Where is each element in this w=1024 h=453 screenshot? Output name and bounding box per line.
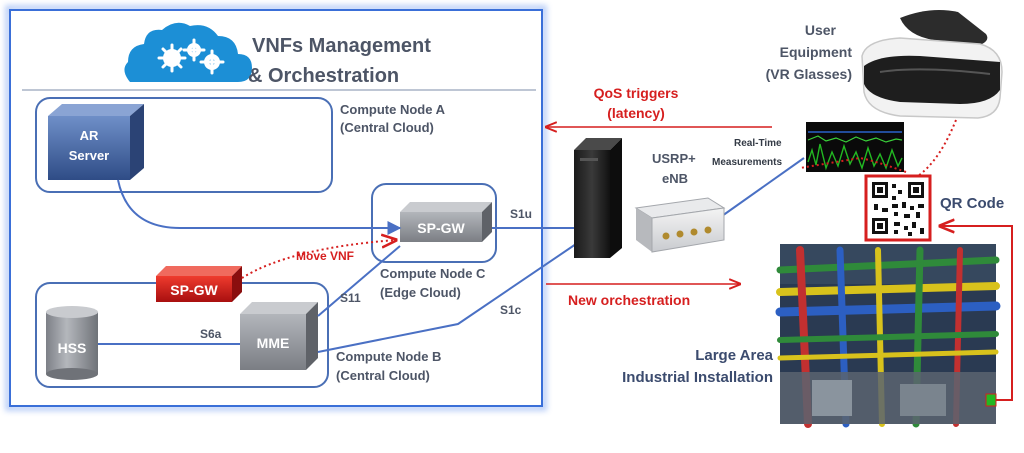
usrp-measure-link [721,157,805,217]
qr-code-icon [864,174,932,242]
tag-marker [985,393,997,407]
realtime-label-line2: Measurements [712,157,782,168]
mme-box [240,302,318,370]
node-b-label-line2: (Central Cloud) [336,368,430,383]
node-a-label-line1: Compute Node A [340,102,446,117]
ar-to-spgw-link [117,179,402,235]
qr-code-label: QR Code [940,195,1004,212]
qos-label-line1: QoS triggers [594,85,679,101]
sp-gw-moving-label: SP-GW [170,282,218,298]
server-pc-icon [574,138,622,258]
compute-node-c [371,183,497,263]
management-title-line1: VNFs Management [252,35,431,57]
s1c-label: S1c [500,303,522,317]
usrp-label-line2: eNB [662,171,688,186]
ue-label-line2: Equipment [780,44,853,60]
ar-server-box [48,104,144,180]
vr-headset-icon [861,10,1003,119]
s11-link [317,245,401,317]
cloud-gears-icon [124,22,252,82]
ar-server-label-line2: Server [69,148,109,163]
node-b-label-line1: Compute Node B [336,349,441,364]
installation-qr-link [940,226,1013,401]
sp-gw-moving-box [156,266,242,302]
mme-label: MME [257,335,290,351]
compute-node-a [35,97,333,193]
hss-label: HSS [58,340,87,356]
qr-measure-link [799,156,907,173]
industrial-installation-photo [775,244,1001,428]
s1u-label: S1u [510,207,532,221]
s6a-label: S6a [200,327,222,341]
move-vnf-label: Move VNF [296,249,354,263]
node-c-label-line2: (Edge Cloud) [380,285,461,300]
ue-label-line3: (VR Glasses) [766,66,852,82]
measurement-graph [806,122,904,172]
sp-gw-edge-box [400,202,492,242]
headset-qr-link [917,119,957,177]
node-a-label-line2: (Central Cloud) [340,120,434,135]
s1c-link [317,243,577,353]
frame-glow [5,5,547,411]
node-c-label-line1: Compute Node C [380,266,486,281]
hss-database [46,306,98,380]
ue-label-line1: User [805,22,837,38]
industrial-label-line2: Industrial Installation [622,369,773,386]
qos-label-line2: (latency) [607,105,665,121]
sp-gw-edge-label: SP-GW [417,220,465,236]
move-vnf-arrow [241,240,396,279]
usrp-label-line1: USRP+ [652,151,696,166]
realtime-label-line1: Real-Time [734,138,782,149]
ar-server-label-line1: AR [80,128,99,143]
management-title-line2: & Orchestration [248,65,399,87]
usrp-device-icon [634,197,726,253]
new-orchestration-label: New orchestration [568,292,690,308]
industrial-label-line1: Large Area [695,347,773,364]
s11-label: S11 [340,291,361,305]
